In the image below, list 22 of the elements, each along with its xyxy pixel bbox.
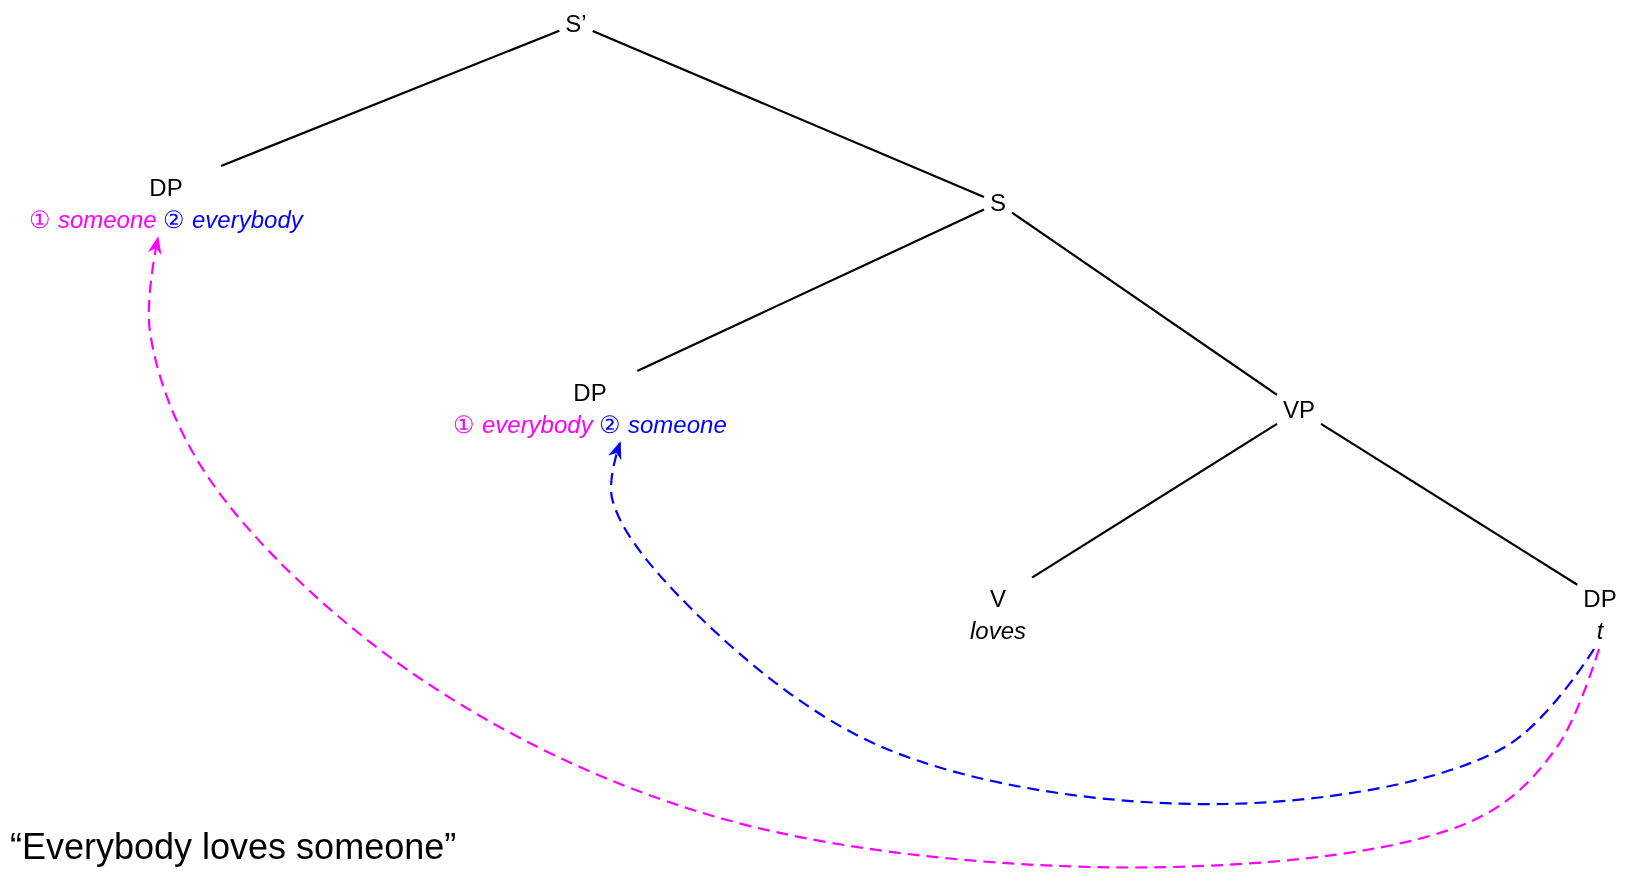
node-label: DP [149, 173, 183, 203]
tree-branch [592, 30, 985, 199]
tree-branch [220, 29, 560, 168]
node-label: V [990, 584, 1006, 614]
word-label: loves [970, 616, 1026, 646]
node-label: VP [1283, 395, 1315, 425]
node-label: S’ [565, 9, 587, 39]
tree-branch [636, 208, 985, 372]
tree-branch [1011, 211, 1278, 396]
tree-branch [1031, 422, 1278, 579]
dashed-arrow [608, 441, 1595, 806]
reading-label: ② everybody [163, 205, 303, 235]
word-label: t [1596, 616, 1604, 646]
node-label: DP [573, 378, 607, 408]
reading-label: ① someone [29, 205, 157, 235]
caption: “Everybody loves someone” [10, 826, 457, 868]
reading-label: ① everybody [453, 410, 593, 440]
dashed-arrow [147, 236, 1601, 869]
node-label: S [990, 188, 1006, 218]
reading-label: ② someone [599, 410, 727, 440]
tree-branch [1320, 422, 1578, 586]
node-label: DP [1583, 584, 1617, 614]
